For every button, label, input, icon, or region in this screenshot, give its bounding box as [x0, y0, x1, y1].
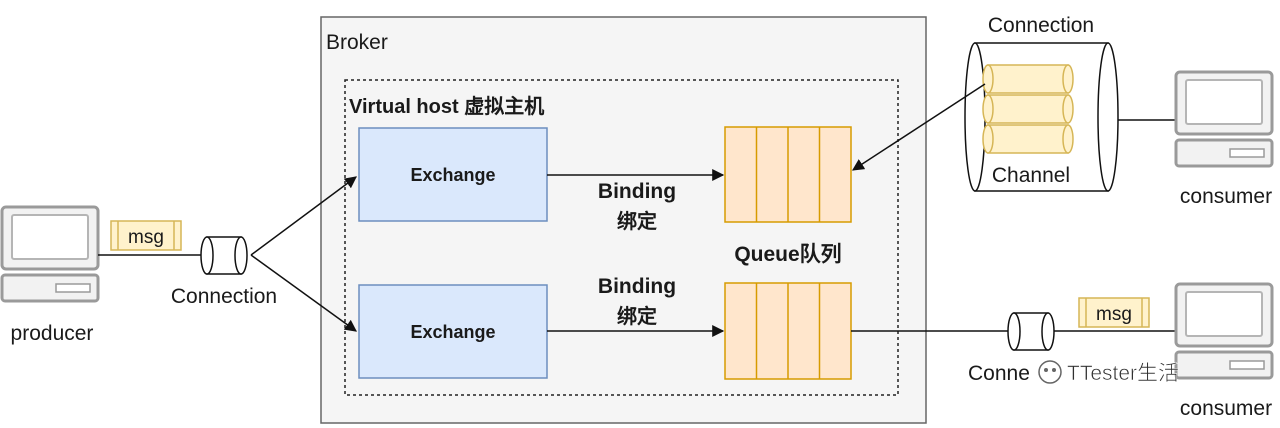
virtual-host-label: Virtual host 虚拟主机	[349, 94, 544, 118]
exchange-top: Exchange	[358, 127, 548, 222]
broker-label: Broker	[326, 31, 388, 54]
arrow-to-exchange-top	[250, 176, 357, 256]
arrow-channel-to-queue	[851, 83, 986, 171]
producer-label: producer	[11, 322, 94, 345]
channel-stack	[982, 64, 1074, 154]
consumer-top-connection-label: Connection	[988, 14, 1094, 37]
consumer-bottom-connection-label: Conne	[968, 362, 1030, 385]
producer-connection-label: Connection	[171, 285, 277, 308]
consumer-bottom-computer-icon	[1174, 282, 1274, 380]
binding-bottom-line1: Binding	[598, 275, 676, 298]
consumer-bottom-label: consumer	[1180, 397, 1272, 420]
watermark-text: TTester生活	[1067, 362, 1179, 385]
watermark-logo-icon	[1038, 360, 1062, 384]
consumer-top-label: consumer	[1180, 185, 1272, 208]
consumer-bottom-connection-icon	[1007, 312, 1055, 351]
exchange-bottom: Exchange	[358, 284, 548, 379]
exchange-top-label: Exchange	[410, 165, 495, 185]
arrow-to-exchange-bottom	[250, 254, 357, 332]
queue-bottom	[724, 282, 852, 380]
consumer-top-computer-icon	[1174, 70, 1274, 168]
virtual-host-container	[344, 79, 899, 396]
consumer-bottom-msg-label: msg	[1096, 304, 1132, 325]
consumer-bottom-msg-box: msg	[1078, 297, 1150, 328]
producer-msg-box: msg	[110, 220, 182, 251]
queue-label: Queue队列	[734, 243, 841, 266]
producer-connection-icon	[200, 236, 248, 275]
binding-top-line1: Binding	[598, 180, 676, 203]
queue-top	[724, 126, 852, 223]
binding-top-line2: 绑定	[617, 209, 657, 233]
producer-computer-icon	[0, 205, 100, 303]
channel-label: Channel	[992, 164, 1070, 187]
producer-msg-label: msg	[128, 227, 164, 248]
exchange-bottom-label: Exchange	[410, 322, 495, 342]
binding-bottom-line2: 绑定	[617, 304, 657, 328]
watermark: TTester生活	[1038, 360, 1179, 385]
